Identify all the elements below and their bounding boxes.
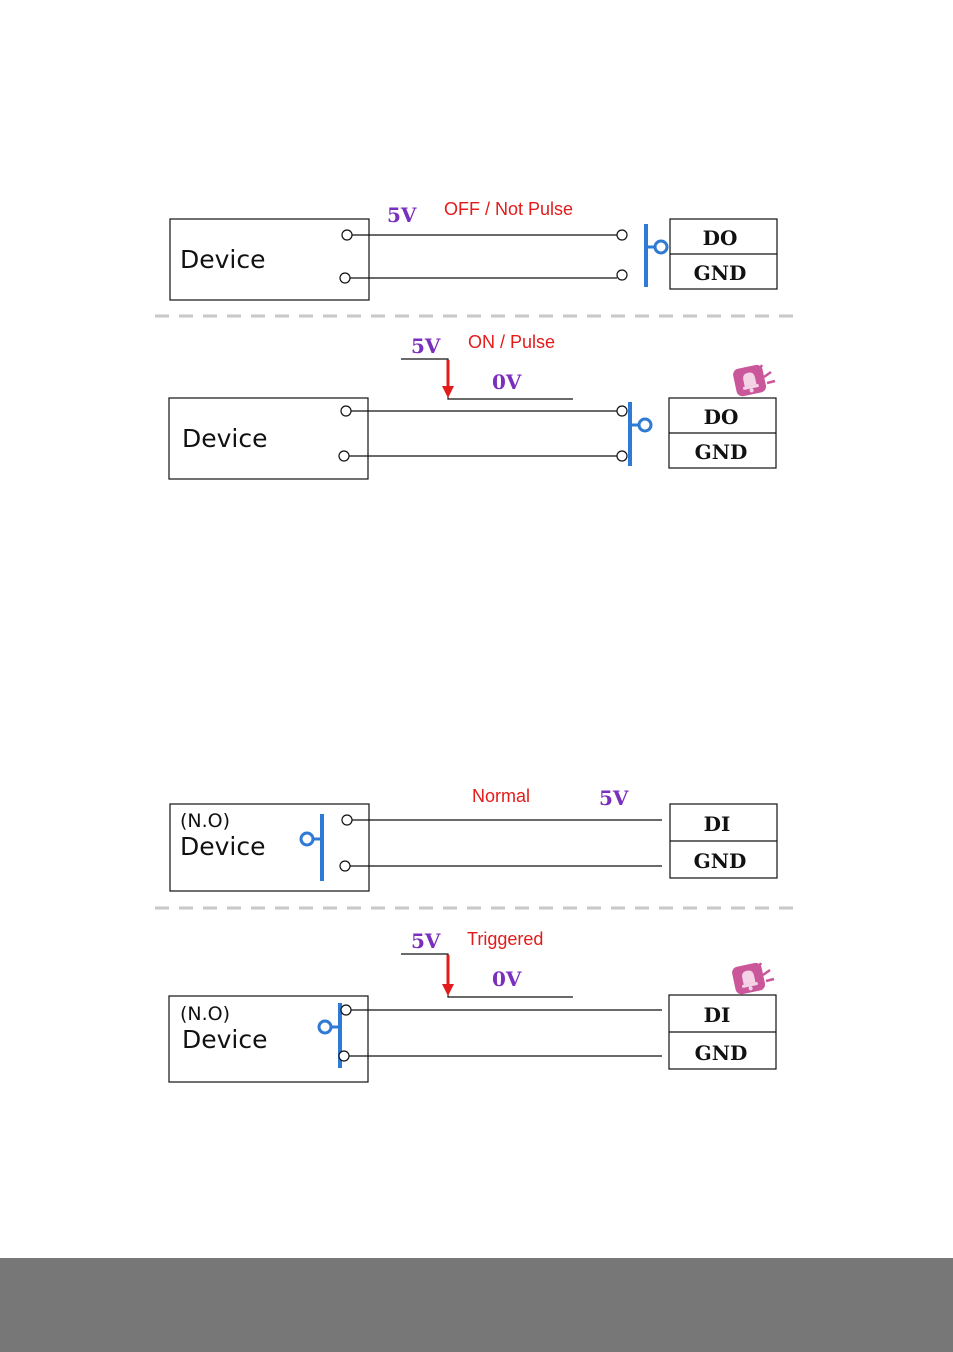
device-label: Device: [182, 1025, 268, 1054]
voltage-label: 5V: [387, 203, 417, 227]
port-gnd-label: GND: [695, 440, 748, 464]
device-label: Device: [180, 832, 266, 861]
status-label: Triggered: [467, 929, 543, 949]
do-on-diagram: 5V ON / Pulse 0V Device DO GND: [169, 332, 776, 479]
do-off-diagram: Device 5V OFF / Not Pulse DO GND: [170, 199, 777, 300]
device-type-label: (N.O): [180, 1003, 230, 1025]
status-label: OFF / Not Pulse: [444, 199, 573, 219]
port-gnd-label: GND: [694, 849, 747, 873]
footer-bar: [0, 1258, 953, 1352]
terminal: [617, 270, 627, 280]
terminal: [617, 230, 627, 240]
terminal: [340, 861, 350, 871]
terminal: [341, 1005, 351, 1015]
device-label: Device: [182, 424, 268, 453]
alarm-bell-icon: [732, 364, 767, 398]
status-label: ON / Pulse: [468, 332, 555, 352]
port-do-label: DO: [703, 226, 738, 250]
terminal: [342, 230, 352, 240]
terminal: [341, 406, 351, 416]
di-normal-diagram: Normal 5V (N.O) Device DI GND: [170, 786, 777, 891]
voltage-label: 5V: [599, 786, 629, 810]
device-type-label: (N.O): [180, 810, 230, 832]
status-label: Normal: [472, 786, 530, 806]
terminal: [617, 406, 627, 416]
switch-closed-icon: [630, 402, 651, 466]
voltage-high-label: 5V: [411, 334, 441, 358]
voltage-high-label: 5V: [411, 929, 441, 953]
port-do-label: DO: [704, 405, 739, 429]
voltage-low-label: 0V: [492, 967, 522, 991]
terminal: [342, 815, 352, 825]
terminal: [340, 273, 350, 283]
switch-open-icon: [646, 224, 667, 287]
di-triggered-diagram: 5V Triggered 0V (N.O) Device DI GND: [169, 929, 776, 1082]
port-gnd-label: GND: [694, 261, 747, 285]
port-di-label: DI: [704, 1003, 731, 1027]
terminal: [617, 451, 627, 461]
switch-closed-icon: [319, 1003, 340, 1068]
switch-open-icon: [301, 814, 322, 881]
falling-edge-arrow-icon: [442, 360, 454, 398]
port-di-label: DI: [704, 812, 731, 836]
device-label: Device: [180, 245, 266, 274]
alarm-bell-icon: [731, 962, 766, 996]
terminal: [339, 451, 349, 461]
pulse-waveform: [401, 954, 573, 997]
voltage-low-label: 0V: [492, 370, 522, 394]
pulse-waveform: [401, 359, 573, 399]
port-gnd-label: GND: [695, 1041, 748, 1065]
terminal: [339, 1051, 349, 1061]
falling-edge-arrow-icon: [442, 955, 454, 996]
